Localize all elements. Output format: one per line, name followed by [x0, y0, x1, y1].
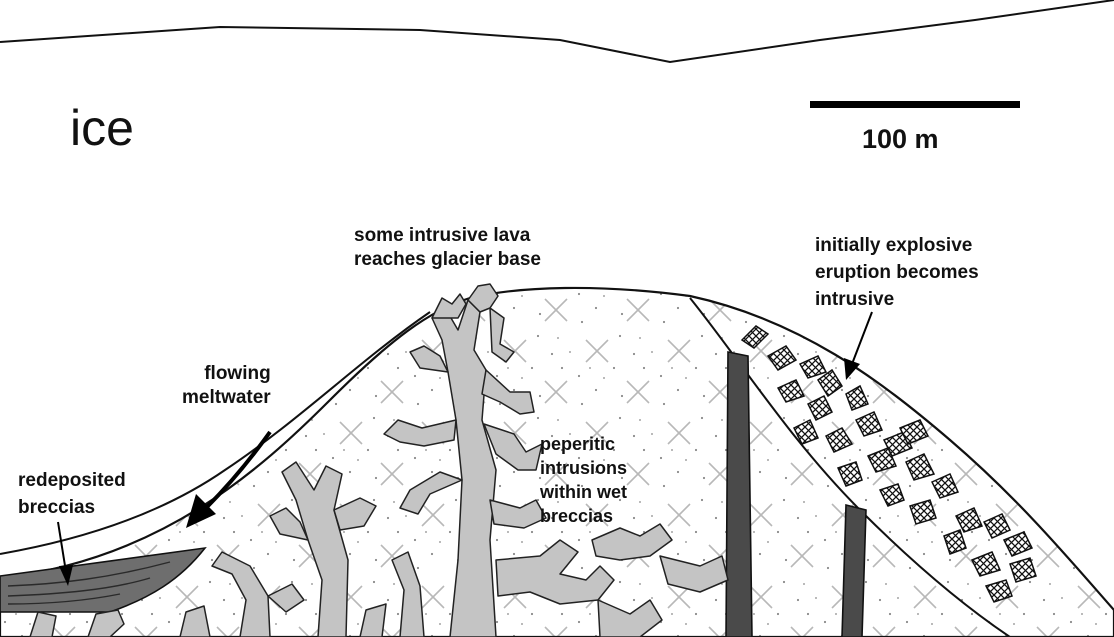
scale-bar: [810, 101, 1020, 108]
annotation-line: breccias: [540, 504, 627, 528]
annotation-line: redeposited: [18, 467, 126, 494]
intrusive-lava-annotation: some intrusive lava reaches glacier base: [354, 224, 541, 272]
redeposited-pointer-arrow: [58, 522, 66, 572]
annotation-line: flowing: [182, 362, 271, 386]
annotation-line: intrusions: [540, 456, 627, 480]
peperitic-intrusions-annotation: peperitic intrusions within wet breccias: [540, 432, 627, 528]
ice-label: ice: [70, 100, 134, 156]
annotation-line: intrusive: [815, 286, 979, 313]
glacier-surface-line: [0, 0, 1114, 62]
explosive-eruption-annotation: initially explosive eruption becomes int…: [815, 232, 979, 313]
dike-left: [726, 352, 752, 637]
annotation-line: eruption becomes: [815, 259, 979, 286]
flowing-meltwater-annotation: flowing meltwater: [182, 362, 271, 410]
annotation-line: some intrusive lava: [354, 224, 541, 248]
annotation-line: breccias: [18, 494, 126, 521]
scale-bar-label: 100 m: [862, 123, 939, 155]
redeposited-breccias-annotation: redeposited breccias: [18, 467, 126, 521]
annotation-line: initially explosive: [815, 232, 979, 259]
dike-right: [842, 505, 866, 637]
annotation-line: meltwater: [182, 386, 271, 410]
explosive-pointer-arrow: [852, 312, 872, 364]
annotation-line: within wet: [540, 480, 627, 504]
annotation-line: peperitic: [540, 432, 627, 456]
annotation-line: reaches glacier base: [354, 248, 541, 272]
